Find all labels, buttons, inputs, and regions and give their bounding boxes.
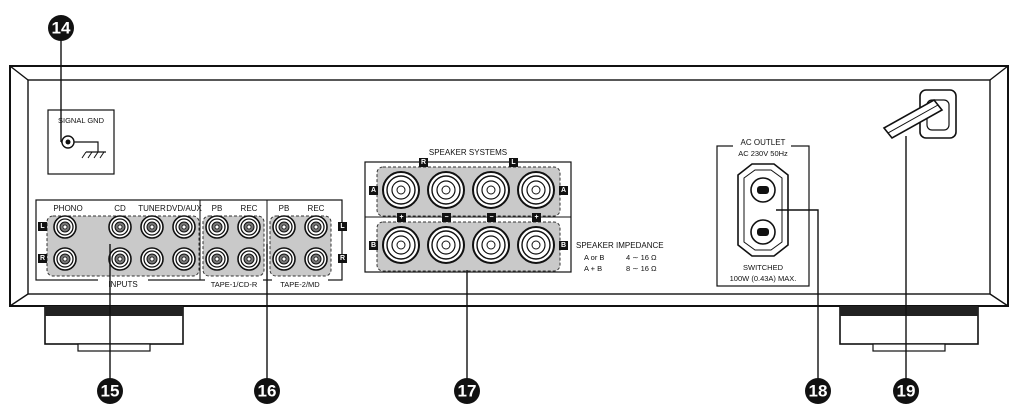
inputs-group-label: INPUTS: [108, 280, 137, 289]
impedance-range: 4 ∼ 16 Ω: [626, 253, 657, 262]
speaker-a-left-plus-post[interactable]: [517, 171, 555, 209]
tape1-rec-l-jack[interactable]: [237, 215, 261, 239]
left-channel-marker: L: [40, 223, 45, 230]
ground-symbol-icon: [81, 151, 106, 159]
speaker-a-marker: A: [561, 187, 566, 194]
cd-l-jack[interactable]: [108, 215, 132, 239]
speaker-systems-title: SPEAKER SYSTEMS: [429, 148, 507, 157]
tape2-pb-l-jack[interactable]: [272, 215, 296, 239]
speaker-b-left-minus-post[interactable]: [472, 226, 510, 264]
speaker-b-marker: B: [561, 242, 566, 249]
tape2-pb-label: PB: [279, 204, 290, 213]
speaker-left-marker: L: [511, 159, 516, 166]
svg-text:18: 18: [809, 382, 828, 401]
power-cord: [882, 89, 957, 140]
right-channel-marker: R: [40, 255, 45, 262]
callout-18: [805, 378, 831, 404]
tape1-pb-l-jack[interactable]: [205, 215, 229, 239]
polarity-minus-marker: −: [489, 214, 493, 221]
callout-19: [893, 378, 919, 404]
tape2-rec-r-jack[interactable]: [304, 247, 328, 271]
ac-outlet: AC OUTLET AC 230V 50Hz SWITCHED 100W (0.…: [716, 136, 810, 287]
speaker-a-right-plus-post[interactable]: [382, 171, 420, 209]
tuner-r-jack[interactable]: [140, 247, 164, 271]
tape1-pb-r-jack[interactable]: [205, 247, 229, 271]
dvd-aux-l-jack[interactable]: [172, 215, 196, 239]
tuner-l-jack[interactable]: [140, 215, 164, 239]
svg-text:17: 17: [458, 382, 477, 401]
signal-gnd-terminal: SIGNAL GND: [47, 109, 115, 175]
dvd-aux-r-jack[interactable]: [172, 247, 196, 271]
svg-text:14: 14: [52, 19, 71, 38]
left-channel-marker: L: [340, 223, 345, 230]
polarity-plus-marker: +: [399, 214, 403, 221]
speaker-a-marker: A: [371, 187, 376, 194]
signal-gnd-label: SIGNAL GND: [58, 116, 105, 125]
ac-outlet-spec: AC 230V 50Hz: [738, 149, 788, 158]
right-channel-marker: R: [340, 255, 345, 262]
tape1-pb-label: PB: [212, 204, 223, 213]
phono-label: PHONO: [53, 204, 82, 213]
impedance-mode: A or B: [584, 253, 604, 262]
cd-label: CD: [114, 204, 126, 213]
callout-14: [48, 15, 74, 41]
polarity-plus-marker: +: [534, 214, 538, 221]
phono-l-jack[interactable]: [53, 215, 77, 239]
speaker-b-right-plus-post[interactable]: [382, 226, 420, 264]
callout-15: [97, 378, 123, 404]
input-jacks-panel: PHONO CD TUNER DVD/AUX PB REC PB REC L R…: [35, 199, 347, 289]
cd-r-jack[interactable]: [108, 247, 132, 271]
tape2-rec-label: REC: [308, 204, 325, 213]
speaker-b-right-minus-post[interactable]: [427, 226, 465, 264]
svg-text:19: 19: [897, 382, 916, 401]
tape2-rec-l-jack[interactable]: [304, 215, 328, 239]
svg-text:16: 16: [258, 382, 277, 401]
impedance-mode: A + B: [584, 264, 602, 273]
tape1-rec-r-jack[interactable]: [237, 247, 261, 271]
tuner-label: TUNER: [138, 204, 166, 213]
speaker-impedance-title: SPEAKER IMPEDANCE: [576, 241, 664, 250]
speaker-b-marker: B: [371, 242, 376, 249]
speaker-a-left-minus-post[interactable]: [472, 171, 510, 209]
phono-r-jack[interactable]: [53, 247, 77, 271]
tape1-rec-label: REC: [241, 204, 258, 213]
callout-17: [454, 378, 480, 404]
ac-outlet-switched: SWITCHED: [743, 263, 784, 272]
foot-right: [839, 305, 979, 352]
callouts: 14 15 16 17 18 19: [48, 15, 919, 404]
tape2-group-label: TAPE-2/MD: [280, 280, 320, 289]
impedance-range: 8 ∼ 16 Ω: [626, 264, 657, 273]
foot-left: [44, 305, 184, 352]
tape2-pb-r-jack[interactable]: [272, 247, 296, 271]
tape1-group-label: TAPE-1/CD-R: [211, 280, 258, 289]
callout-16: [254, 378, 280, 404]
ac-outlet-title: AC OUTLET: [741, 138, 786, 147]
speaker-b-left-plus-post[interactable]: [517, 226, 555, 264]
ac-outlet-max: 100W (0.43A) MAX.: [730, 274, 797, 283]
speaker-a-right-minus-post[interactable]: [427, 171, 465, 209]
polarity-minus-marker: −: [444, 214, 448, 221]
leader-lines: [60, 38, 907, 380]
speaker-terminals-panel: SPEAKER SYSTEMS R L A A B B + − − +: [364, 148, 664, 273]
dvd-aux-label: DVD/AUX: [166, 204, 202, 213]
svg-text:15: 15: [101, 382, 120, 401]
speaker-right-marker: R: [421, 159, 426, 166]
